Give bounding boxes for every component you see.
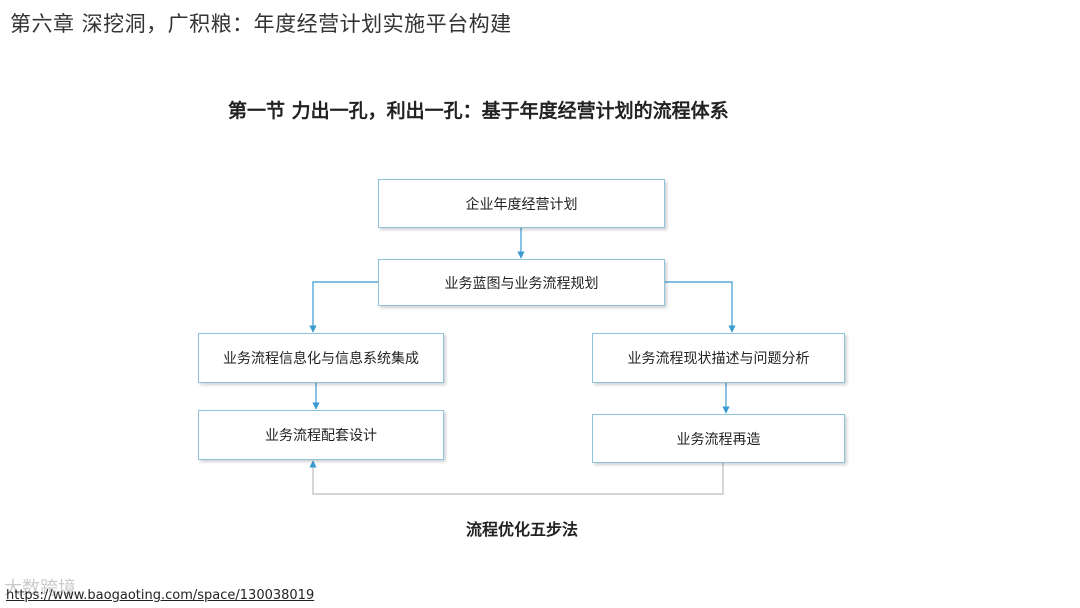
watermark: 大数跨境	[4, 578, 76, 599]
source-link[interactable]: https://www.baogaoting.com/space/1300380…	[6, 588, 315, 603]
node-reengineering: 业务流程再造	[592, 414, 845, 463]
node-status-analysis: 业务流程现状描述与问题分析	[592, 333, 845, 383]
node-blueprint: 业务蓝图与业务流程规划	[378, 259, 665, 306]
node-annual-plan: 企业年度经营计划	[378, 179, 665, 228]
connector-blueprint-to-status-analysis	[665, 281, 736, 333]
connector-reengineering-to-supporting-design	[309, 460, 724, 495]
flowchart-caption: 流程优化五步法	[466, 520, 579, 539]
connector-blueprint-to-it-integration	[309, 281, 378, 333]
node-supporting-design: 业务流程配套设计	[198, 410, 444, 460]
node-it-integration: 业务流程信息化与信息系统集成	[198, 333, 444, 383]
chapter-title: 第六章 深挖洞，广积粮：年度经营计划实施平台构建	[10, 12, 512, 36]
section-title: 第一节 力出一孔，利出一孔：基于年度经营计划的流程体系	[228, 100, 729, 122]
